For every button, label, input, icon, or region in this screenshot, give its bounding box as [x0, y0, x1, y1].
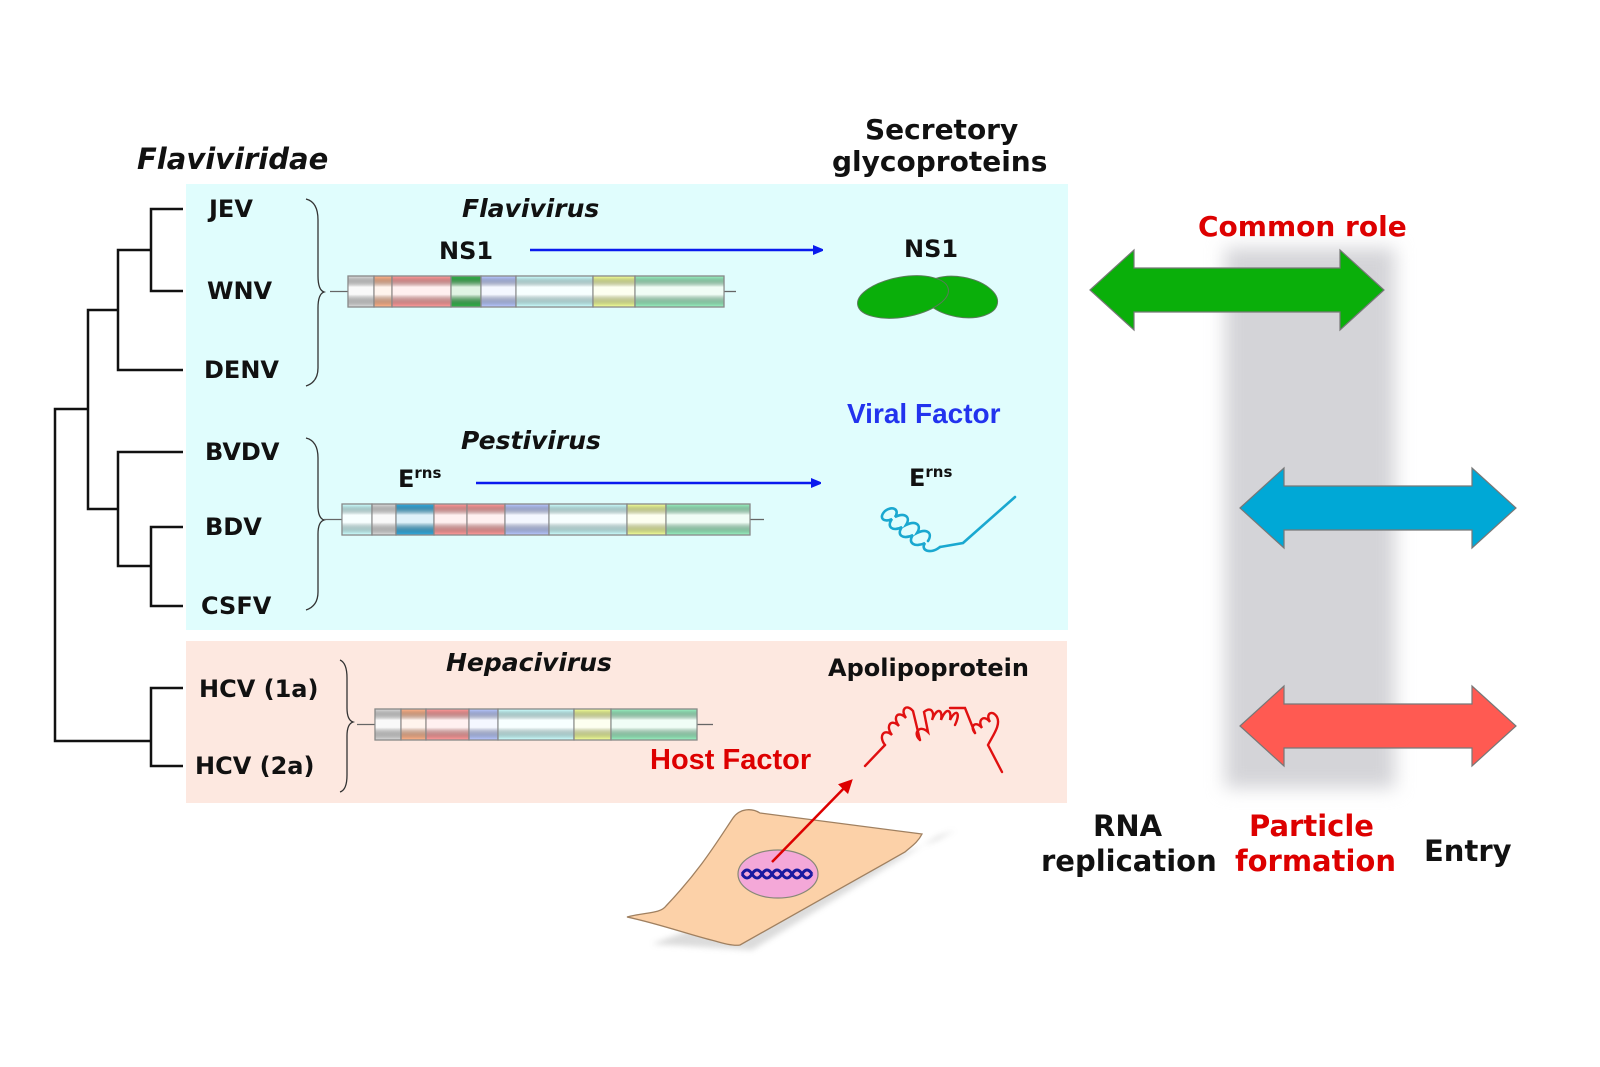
genome-segment-shade: [593, 276, 635, 307]
host-factor-secretion-arrow: [771, 779, 853, 863]
host-factor-label: Host Factor: [650, 744, 812, 776]
genome-segment-shade: [666, 504, 750, 535]
stage-rna-line2: replication: [1041, 844, 1217, 878]
genome-segment-shade: [481, 276, 516, 307]
virus-label-denv: DENV: [204, 356, 279, 384]
genus-pestivirus: Pestivirus: [461, 426, 601, 455]
genome-segment-shade: [451, 276, 481, 307]
pestivirus-role-arrow-blue: [1239, 466, 1517, 550]
genome-segment-shade: [574, 709, 611, 740]
genome-segment-shade: [434, 504, 467, 535]
genome-segment-shade: [516, 276, 593, 307]
genome-segment-shade: [396, 504, 434, 535]
virus-label-hcv-1a: HCV (1a): [199, 675, 319, 703]
pestivirus-genome-bar: [324, 503, 764, 536]
ns1-dimer-icon: [857, 275, 999, 319]
genome-segment-shade: [392, 276, 451, 307]
genome-segment-shade: [374, 276, 392, 307]
genome-segment-shade: [635, 276, 724, 307]
host-cell-icon: [626, 809, 956, 950]
secretory-title-line1: Secretory: [865, 113, 1019, 146]
genome-segment-shade: [498, 709, 574, 740]
erns-protein-label: Erns: [909, 463, 953, 492]
erns-protein-icon: [880, 495, 1017, 553]
hepacivirus-role-arrow-red: [1239, 684, 1517, 768]
apolipoprotein-icon: [863, 706, 1004, 774]
stage-particle-line1: Particle: [1249, 809, 1374, 843]
virus-label-wnv: WNV: [207, 277, 273, 305]
virus-label-bdv: BDV: [205, 513, 262, 541]
flavivirus-genome-bar: [330, 275, 736, 308]
common-role-label: Common role: [1198, 210, 1407, 243]
genome-segment-shade: [469, 709, 498, 740]
erns-gene-label: Erns: [398, 464, 442, 493]
virus-label-hcv-2a: HCV (2a): [195, 752, 315, 780]
ns1-gene-label: NS1: [439, 237, 494, 265]
common-role-arrow-green: [1089, 248, 1385, 332]
genome-segment-shade: [611, 709, 697, 740]
apolipoprotein-label: Apolipoprotein: [828, 654, 1029, 682]
family-title: Flaviviridae: [137, 142, 329, 176]
genome-segment-shade: [549, 504, 627, 535]
virus-label-csfv: CSFV: [201, 592, 272, 620]
genome-segment-shade: [401, 709, 426, 740]
hepacivirus-genome-bar: [357, 708, 713, 741]
virus-braces: [305, 198, 356, 793]
viral-factor-label: Viral Factor: [847, 398, 1001, 429]
ns1-protein-label: NS1: [904, 235, 959, 263]
virus-label-jev: JEV: [209, 195, 253, 223]
stage-entry: Entry: [1424, 834, 1512, 868]
genome-segment-shade: [505, 504, 549, 535]
stage-rna-line1: RNA: [1093, 809, 1163, 843]
virus-label-bvdv: BVDV: [205, 438, 280, 466]
genome-segment-shade: [375, 709, 401, 740]
genome-segment-shade: [348, 276, 374, 307]
secretory-title-line2: glycoproteins: [832, 145, 1048, 178]
genus-hepacivirus: Hepacivirus: [446, 648, 612, 677]
genome-segment-shade: [426, 709, 469, 740]
stage-particle-line2: formation: [1235, 844, 1397, 878]
genome-segment-shade: [372, 504, 396, 535]
genus-flavivirus: Flavivirus: [462, 194, 600, 223]
flavi-pesti-panel: [186, 184, 1068, 630]
phylogenetic-tree: [53, 207, 183, 768]
genome-segment-shade: [627, 504, 666, 535]
dna-helix-icon: [740, 868, 814, 880]
genome-segment-shade: [467, 504, 505, 535]
genome-segment-shade: [342, 504, 372, 535]
